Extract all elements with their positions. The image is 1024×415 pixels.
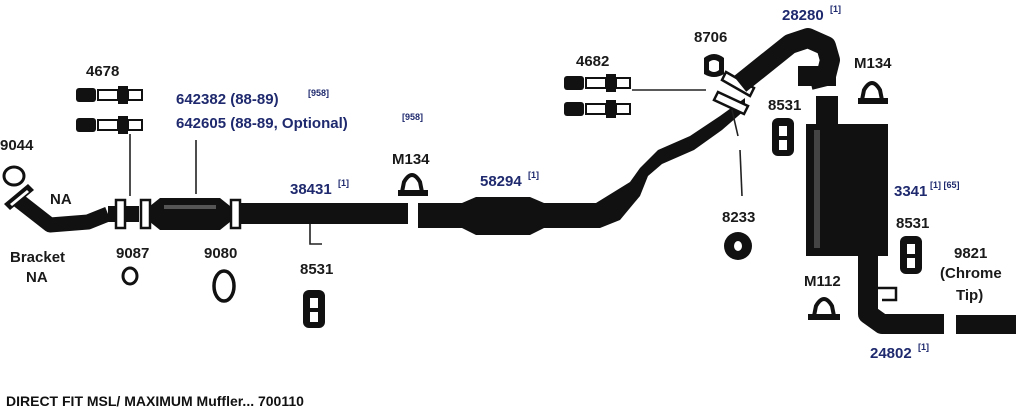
tailpipe-24802 bbox=[858, 290, 944, 334]
hanger-8531-right bbox=[772, 118, 794, 156]
muffler-inlet-pipe bbox=[816, 96, 838, 124]
label-4678: 4678 bbox=[86, 63, 119, 80]
resonator-58294 bbox=[418, 98, 745, 235]
label-58294: 58294 bbox=[480, 173, 522, 190]
converter-highlight bbox=[164, 205, 216, 209]
bracket-m112 bbox=[878, 286, 898, 302]
label-9087: 9087 bbox=[116, 245, 149, 262]
label-m134-right: M134 bbox=[854, 55, 892, 72]
label-bracket: Bracket bbox=[10, 249, 65, 266]
gasket-8706-inner bbox=[709, 60, 719, 72]
label-bracket-na: NA bbox=[26, 269, 48, 286]
connector-9080-left bbox=[139, 198, 152, 230]
pipe-stub bbox=[108, 206, 116, 222]
clamp-m112 bbox=[808, 297, 840, 320]
label-24802: 24802 bbox=[870, 345, 912, 362]
label-m112: M112 bbox=[804, 273, 841, 290]
label-8531-lower: 8531 bbox=[896, 215, 929, 232]
label-642605-note: [958] bbox=[402, 112, 423, 122]
label-8233: 8233 bbox=[722, 209, 755, 226]
bolts-4678 bbox=[76, 86, 143, 134]
label-8531-left: 8531 bbox=[300, 261, 333, 278]
label-38431: 38431 bbox=[290, 181, 332, 198]
label-m134-mid: M134 bbox=[392, 151, 430, 168]
label-58294-note: [1] bbox=[528, 170, 539, 180]
muffler-outlet-pipe bbox=[858, 256, 878, 290]
pipe-stub-right bbox=[125, 206, 139, 222]
label-tip: Tip) bbox=[956, 287, 983, 304]
label-642382-note: [958] bbox=[308, 88, 329, 98]
clamp-m134-mid bbox=[398, 173, 428, 196]
connector-9087 bbox=[114, 198, 127, 230]
gasket-9044 bbox=[2, 165, 26, 187]
chrome-tip-9821 bbox=[956, 315, 1016, 334]
label-9821: 9821 bbox=[954, 245, 987, 262]
ring-9080 bbox=[212, 269, 236, 303]
label-3341-note: [1] [65] bbox=[930, 180, 960, 190]
label-chrome: (Chrome bbox=[940, 265, 1002, 282]
bolts-4682 bbox=[564, 74, 631, 118]
hanger-8531-lower bbox=[900, 236, 922, 274]
label-9044: 9044 bbox=[0, 137, 34, 154]
label-8706: 8706 bbox=[694, 29, 727, 46]
label-4682: 4682 bbox=[576, 53, 609, 70]
hanger-bracket-left bbox=[309, 224, 322, 245]
flange-upper-2 bbox=[712, 90, 750, 116]
leader-8233 bbox=[739, 149, 743, 197]
pipe-28280-end bbox=[798, 66, 836, 86]
hanger-8531-left bbox=[303, 290, 325, 328]
grommet-8233 bbox=[724, 232, 752, 260]
label-8531-right: 8531 bbox=[768, 97, 801, 114]
catalytic-converter-642382 bbox=[150, 198, 230, 230]
label-28280-note: [1] bbox=[830, 4, 841, 14]
footer-caption: DIRECT FIT MSL/ MAXIMUM Muffler... 70011… bbox=[6, 393, 304, 409]
label-38431-note: [1] bbox=[338, 178, 349, 188]
front-flange-inner bbox=[10, 190, 29, 206]
label-9080: 9080 bbox=[204, 245, 237, 262]
label-28280: 28280 bbox=[782, 7, 824, 24]
pipe-38431 bbox=[240, 203, 408, 224]
front-pipe bbox=[13, 194, 111, 233]
label-na-top: NA bbox=[50, 191, 72, 208]
clamp-m134-right bbox=[858, 81, 888, 104]
label-3341: 3341 bbox=[894, 183, 927, 200]
ring-9087 bbox=[121, 266, 139, 286]
connector-9080-right bbox=[229, 198, 242, 230]
label-642605: 642605 (88-89, Optional) bbox=[176, 115, 348, 132]
label-24802-note: [1] bbox=[918, 342, 929, 352]
flange-bolt-line bbox=[731, 109, 739, 137]
label-642382: 642382 (88-89) bbox=[176, 91, 279, 108]
muffler-highlight bbox=[814, 130, 820, 248]
